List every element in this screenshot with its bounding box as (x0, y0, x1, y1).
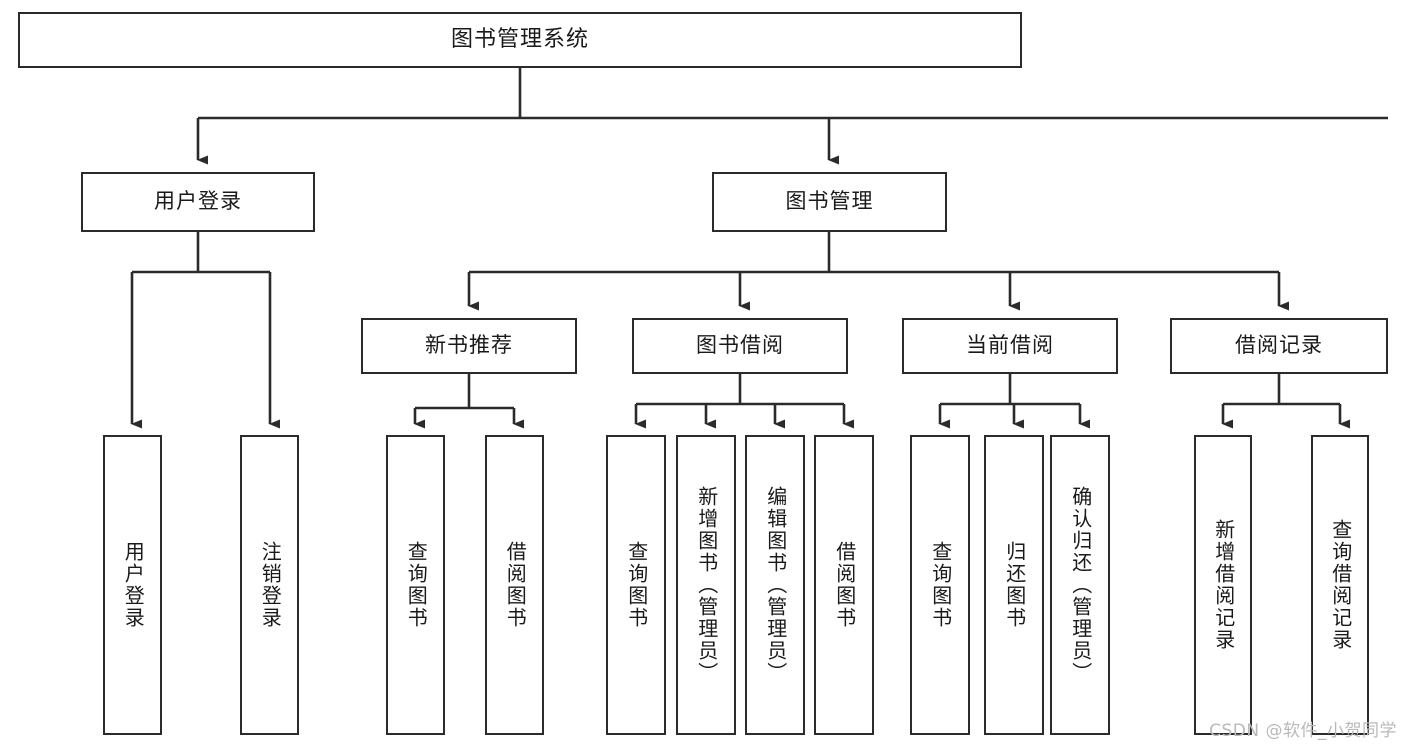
node-leaf-query-book-3[interactable]: 查询图书 (910, 435, 970, 735)
node-leaf-logout[interactable]: 注销登录 (240, 435, 299, 735)
node-label: 当前借阅 (966, 333, 1054, 358)
node-label: 编辑图书（管理员） (763, 486, 788, 684)
node-label: 用户登录 (121, 541, 146, 629)
node-leaf-borrow-book-1[interactable]: 借阅图书 (485, 435, 544, 735)
node-borrowing-record[interactable]: 借阅记录 (1170, 318, 1388, 374)
node-label: 借阅记录 (1235, 333, 1323, 358)
node-label: 用户登录 (154, 189, 242, 214)
node-label: 图书管理系统 (450, 26, 589, 52)
node-current-borrowing[interactable]: 当前借阅 (902, 318, 1118, 374)
node-leaf-return-book[interactable]: 归还图书 (984, 435, 1044, 735)
node-label: 查询图书 (928, 541, 953, 629)
node-label: 注销登录 (258, 541, 283, 629)
node-label: 确认归还（管理员） (1068, 486, 1093, 684)
node-label: 新增借阅记录 (1211, 519, 1236, 651)
node-user-login[interactable]: 用户登录 (81, 172, 315, 232)
node-leaf-user-login[interactable]: 用户登录 (103, 435, 162, 735)
node-leaf-confirm-return-admin[interactable]: 确认归还（管理员） (1050, 435, 1110, 735)
node-book-management[interactable]: 图书管理 (712, 172, 947, 232)
node-label: 借阅图书 (503, 541, 528, 629)
node-label: 新增图书（管理员） (694, 486, 719, 684)
node-leaf-add-book-admin[interactable]: 新增图书（管理员） (676, 435, 736, 735)
node-leaf-query-book-1[interactable]: 查询图书 (386, 435, 445, 735)
node-new-book-recommendation[interactable]: 新书推荐 (361, 318, 577, 374)
node-leaf-query-book-2[interactable]: 查询图书 (606, 435, 666, 735)
node-label: 查询图书 (624, 541, 649, 629)
node-label: 新书推荐 (425, 333, 513, 358)
node-label: 查询图书 (404, 541, 429, 629)
node-book-borrowing[interactable]: 图书借阅 (632, 318, 848, 374)
node-label: 借阅图书 (832, 541, 857, 629)
node-label: 查询借阅记录 (1328, 519, 1353, 651)
node-leaf-add-borrow-record[interactable]: 新增借阅记录 (1194, 435, 1252, 735)
node-leaf-query-borrow-record[interactable]: 查询借阅记录 (1311, 435, 1369, 735)
watermark-text: CSDN @软件_小贺同学 (1209, 721, 1397, 741)
node-leaf-edit-book-admin[interactable]: 编辑图书（管理员） (745, 435, 805, 735)
node-leaf-borrow-book-2[interactable]: 借阅图书 (814, 435, 874, 735)
node-label: 归还图书 (1002, 541, 1027, 629)
node-book-management-system[interactable]: 图书管理系统 (18, 12, 1022, 68)
node-label: 图书管理 (785, 189, 874, 214)
node-label: 图书借阅 (696, 333, 784, 358)
